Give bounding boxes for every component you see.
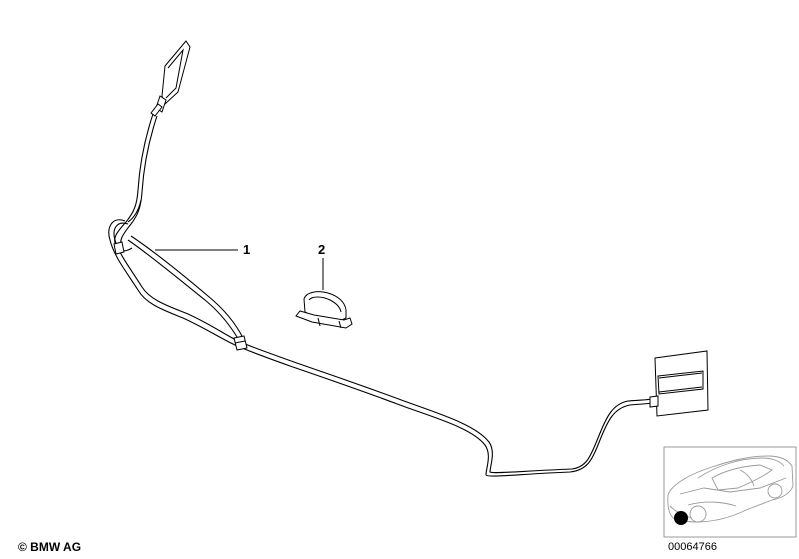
image-number: 00064766 [668, 541, 717, 553]
location-marker-dot [674, 511, 688, 525]
cable-harness [108, 113, 659, 477]
vehicle-location-inset [663, 446, 797, 538]
harness-connectors [113, 241, 248, 351]
callout-label-2: 2 [318, 242, 326, 257]
lower-sensor-pad [649, 350, 709, 417]
copyright-notice: © BMW AG [18, 540, 82, 554]
callout-label-1: 1 [243, 242, 251, 257]
cable-clip [295, 282, 353, 329]
upper-sensor-pad [150, 40, 191, 117]
